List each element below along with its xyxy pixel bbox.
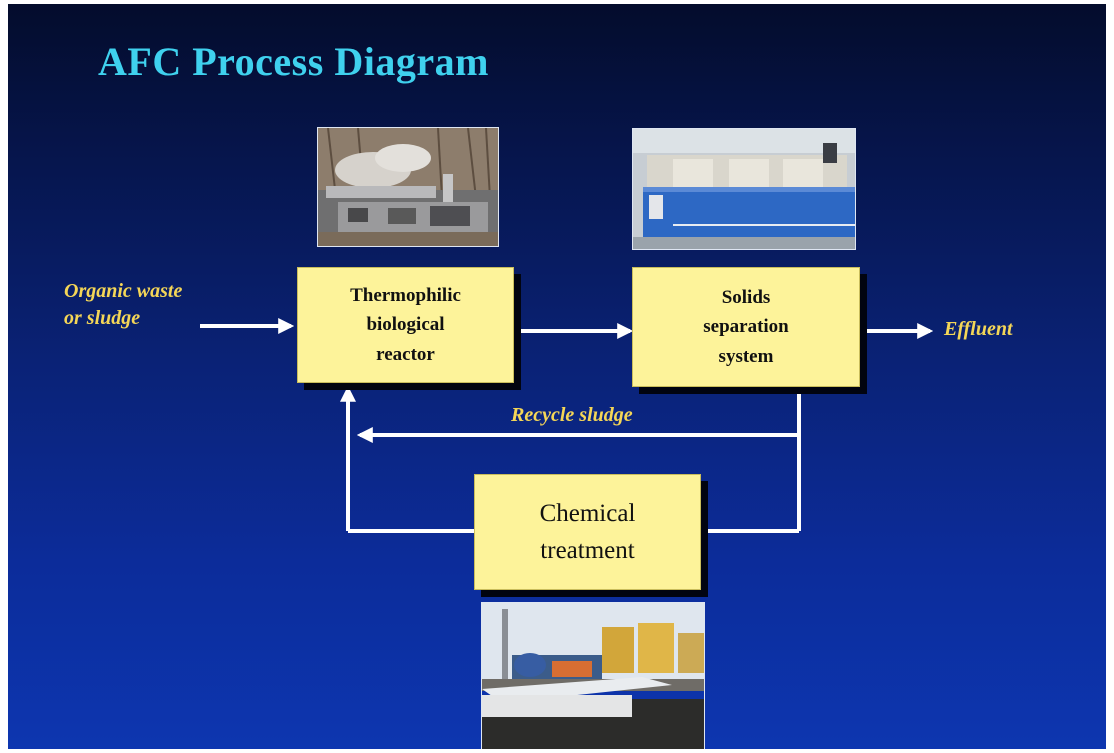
flow-arrows bbox=[200, 318, 934, 533]
chemical-line-2: treatment bbox=[540, 537, 635, 564]
separation-line-2: separation bbox=[703, 316, 789, 338]
solids-separation-box: Solids separation system bbox=[632, 267, 860, 387]
reactor-line-1: Thermophilic bbox=[350, 284, 461, 306]
chemical-line-1: Chemical bbox=[539, 499, 636, 527]
chemical-treatment-plant-photo bbox=[481, 602, 705, 749]
separation-line-1: Solids bbox=[721, 286, 771, 308]
chemical-treatment-box: Chemical treatment bbox=[474, 474, 701, 590]
reactor-line-2: biological bbox=[366, 314, 445, 336]
separation-tank-photo bbox=[632, 128, 856, 250]
recycle-sludge-label: Recycle sludge bbox=[511, 404, 633, 426]
slide: AFC Process Diagram bbox=[8, 4, 1106, 749]
reactor-line-3: reactor bbox=[376, 343, 435, 365]
separation-line-3: system bbox=[718, 345, 774, 367]
thermophilic-reactor-box: Thermophilic biological reactor bbox=[297, 267, 514, 383]
input-label-line-2: or sludge bbox=[64, 307, 141, 329]
input-label-line-1: Organic waste bbox=[64, 280, 183, 302]
reactor-facility-photo bbox=[317, 127, 499, 247]
input-label: Organic waste or sludge bbox=[64, 278, 182, 332]
slide-title: AFC Process Diagram bbox=[98, 39, 489, 84]
effluent-label: Effluent bbox=[944, 318, 1013, 340]
